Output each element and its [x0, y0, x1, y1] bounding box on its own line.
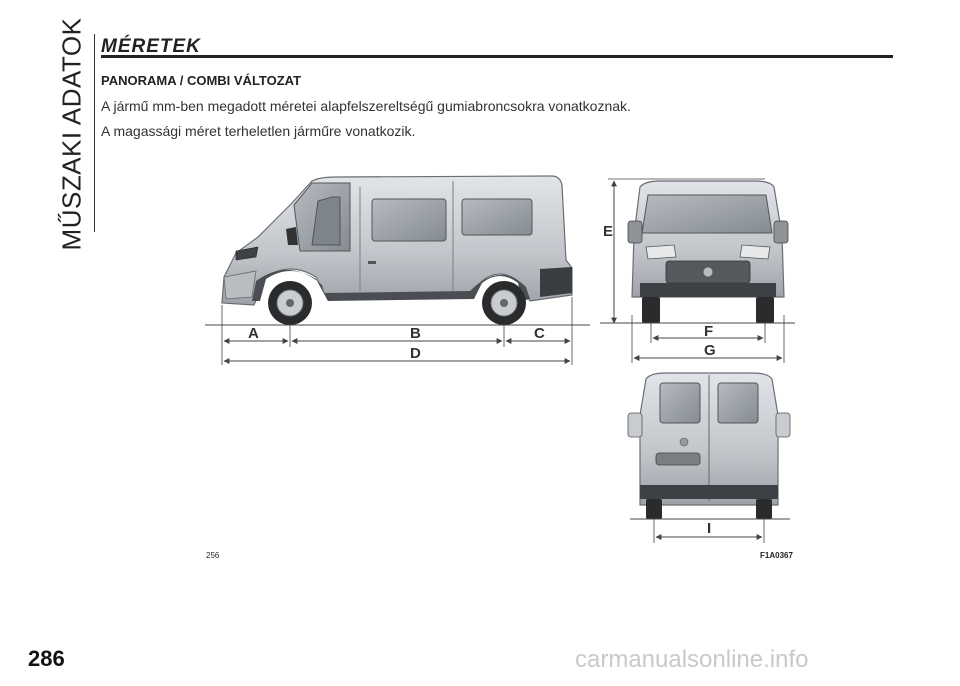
- van-dimensions-illustration: [205, 175, 795, 543]
- side-divider: [94, 34, 95, 232]
- dimension-label-g: G: [704, 342, 716, 359]
- dimensions-figure: A B C D E F G I 256 F1A0367: [200, 165, 800, 565]
- title-divider: [101, 55, 893, 58]
- watermark: carmanualsonline.info: [575, 646, 809, 673]
- dimension-label-b: B: [410, 325, 421, 342]
- rear-wheel: [482, 281, 526, 325]
- variant-subtitle: PANORAMA / COMBI VÁLTOZAT: [101, 73, 302, 88]
- dimension-label-i: I: [707, 520, 712, 537]
- paragraph-tyres: A jármű mm-ben megadott méretei alapfels…: [101, 98, 631, 114]
- figure-code: F1A0367: [760, 551, 793, 560]
- section-title: MÉRETEK: [101, 36, 201, 57]
- side-view-van: [221, 175, 573, 325]
- dimension-label-d: D: [410, 345, 421, 362]
- paragraph-height: A magassági méret terheletlen járműre vo…: [101, 123, 416, 139]
- dimension-label-a: A: [248, 325, 259, 342]
- dimension-label-f: F: [704, 323, 714, 340]
- dimension-label-e: E: [603, 223, 614, 240]
- side-section-label-text: MŰSZAKI ADATOK: [56, 17, 87, 251]
- front-view-van: [627, 180, 789, 323]
- side-section-label: MŰSZAKI ADATOK: [48, 18, 96, 251]
- front-wheel: [268, 281, 312, 325]
- rear-view-van: [627, 372, 791, 519]
- figure-number: 256: [206, 551, 220, 560]
- dimension-label-c: C: [534, 325, 545, 342]
- page-number: 286: [28, 646, 65, 671]
